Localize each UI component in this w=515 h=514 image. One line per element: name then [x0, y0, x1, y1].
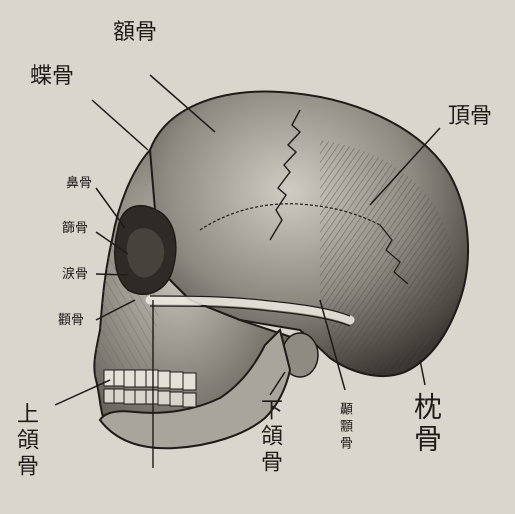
label-mandible: 下頜骨	[258, 398, 280, 476]
label-lacrimal-bone: 涙骨	[62, 268, 88, 281]
label-parietal-bone: 頂骨	[448, 106, 492, 128]
label-frontal-bone: 額骨	[113, 22, 157, 44]
label-ethmoid-bone: 篩骨	[62, 222, 88, 235]
label-temporal-bone: 顳顬骨	[338, 402, 351, 453]
label-nasal-bone: 鼻骨	[66, 177, 92, 190]
label-maxilla: 上頜骨	[14, 402, 36, 480]
label-zygomatic-bone: 顴骨	[58, 314, 84, 327]
label-sphenoid-bone: 蝶骨	[30, 66, 74, 88]
label-occipital-bone: 枕骨	[412, 392, 440, 456]
